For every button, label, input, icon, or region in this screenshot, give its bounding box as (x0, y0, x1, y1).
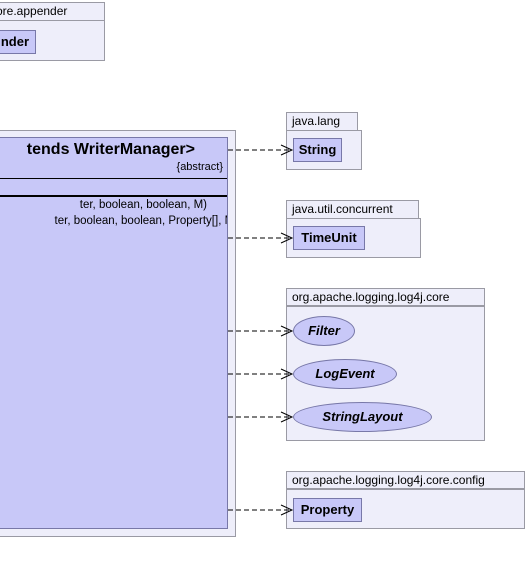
package-label: ore.appender (0, 4, 68, 18)
package-core-appender: ore.appender nder (0, 2, 105, 61)
constructor-1: ter, boolean, boolean, M) (79, 199, 207, 211)
class-property[interactable]: Property (293, 498, 362, 522)
class-string[interactable]: String (293, 138, 342, 162)
class-title: tends WriterManager> (26, 141, 195, 158)
dependency-arrow-property (228, 504, 294, 516)
class-appender[interactable]: nder (0, 30, 36, 54)
interface-filter[interactable]: Filter (293, 316, 355, 346)
package-label: org.apache.logging.log4j.core (292, 290, 450, 304)
dependency-arrow-logevent (228, 368, 294, 380)
attributes-separator (0, 178, 227, 179)
package-label: org.apache.logging.log4j.core.config (292, 473, 485, 487)
constructor-2: ter, boolean, boolean, Property[], M) (54, 215, 228, 227)
interface-logevent[interactable]: LogEvent (293, 359, 397, 389)
package-label: java.util.concurrent (292, 202, 393, 216)
package-tab: ore.appender (0, 2, 105, 20)
package-log4j-core: org.apache.logging.log4j.core Filter Log… (286, 288, 485, 441)
dependency-arrow-stringlayout (228, 411, 294, 423)
abstract-writer-manager-class[interactable]: tends WriterManager> {abstract} ter, boo… (0, 137, 228, 529)
package-tab: java.lang (286, 112, 358, 130)
class-stereotype: {abstract} (176, 161, 223, 173)
operations-separator (0, 195, 227, 197)
dependency-arrow-timeunit (228, 232, 294, 244)
package-label: java.lang (292, 114, 341, 128)
interface-stringlayout[interactable]: StringLayout (293, 402, 432, 432)
package-tab: java.util.concurrent (286, 200, 419, 218)
class-timeunit[interactable]: TimeUnit (293, 226, 365, 250)
package-log4j-core-config: org.apache.logging.log4j.core.config Pro… (286, 471, 525, 529)
dependency-arrow-filter (228, 325, 294, 337)
package-tab: org.apache.logging.log4j.core (286, 288, 485, 306)
package-tab: org.apache.logging.log4j.core.config (286, 471, 525, 489)
dependency-arrow-string (228, 144, 294, 156)
package-java-util-concurrent: java.util.concurrent TimeUnit (286, 200, 421, 258)
package-java-lang: java.lang String (286, 112, 362, 170)
